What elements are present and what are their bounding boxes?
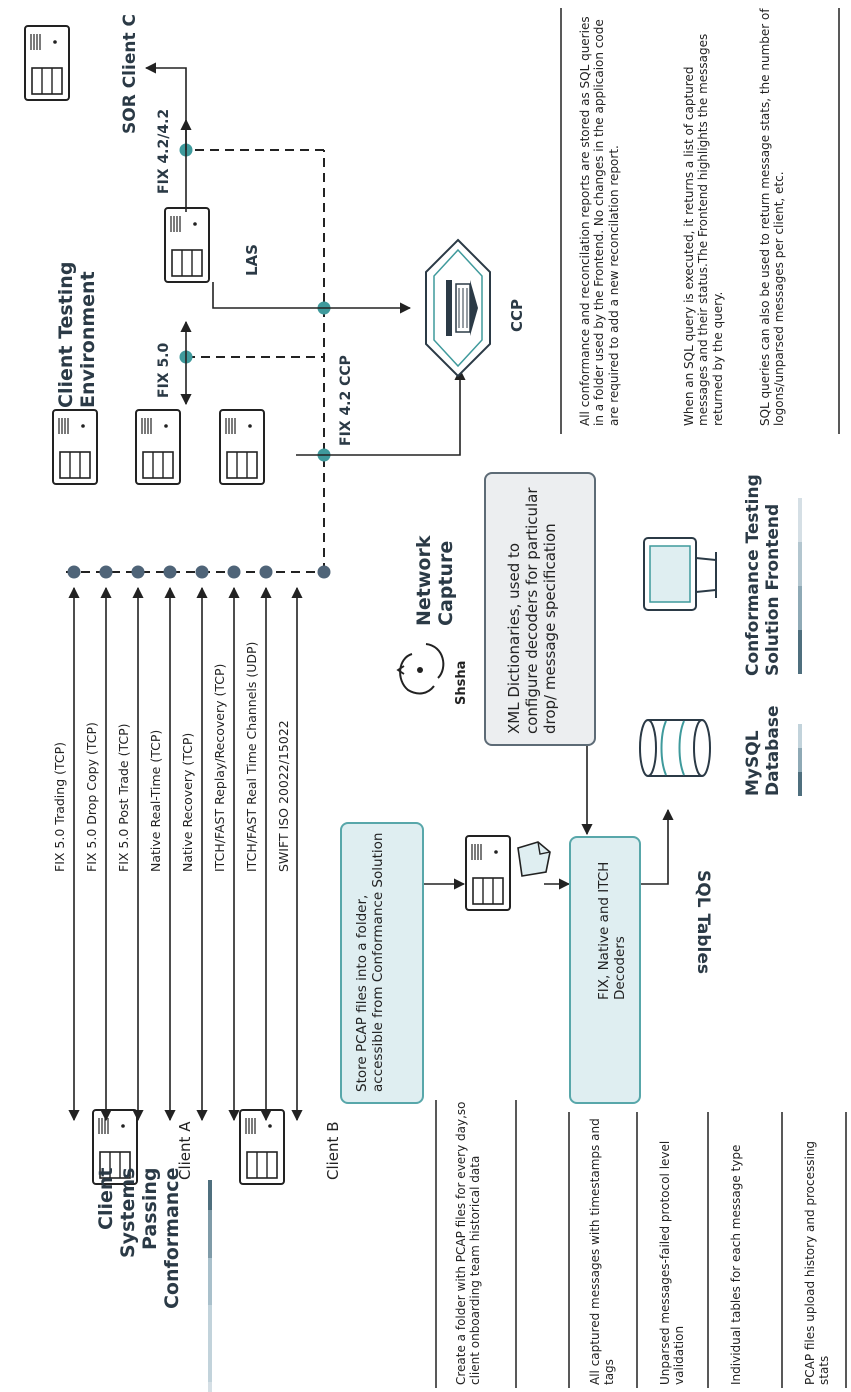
protocol-label: Native Real-Time (TCP) <box>148 729 163 872</box>
protocol-label: FIX 5.0 Post Trade (TCP) <box>116 723 131 872</box>
mysql-bars <box>798 724 802 796</box>
store-pcap-box <box>340 822 424 1104</box>
client-a-label: Client A <box>176 1121 194 1180</box>
dashed-bus <box>66 143 331 579</box>
sor-client-c-server <box>24 25 70 101</box>
protocol-label: Native Recovery (TCP) <box>180 732 195 872</box>
protocol-arrows <box>68 586 303 1122</box>
client-b-server <box>239 1109 285 1185</box>
client-systems-header: Client Systems Passing Conformance <box>95 1167 183 1310</box>
database-icon <box>639 719 711 777</box>
sor-client-c-label: SOR Client C <box>120 14 140 134</box>
monitor-icon <box>643 537 717 611</box>
pcap-file-icon <box>517 841 551 877</box>
fix42-42-label: FIX 4.2/4.2 <box>156 108 172 194</box>
bottom-note: Unparsed messages-failed protocol level … <box>658 1140 687 1385</box>
protocol-label: ITCH/FAST Real Time Channels (UDP) <box>244 641 259 872</box>
frontend-bars <box>798 498 802 674</box>
protocol-label: FIX 5.0 Drop Copy (TCP) <box>84 722 99 872</box>
xml-dict-text: XML Dictionaries, used to configure deco… <box>505 487 559 734</box>
shsha-logo-icon <box>396 643 445 695</box>
ccp-connections <box>144 62 466 456</box>
client-testing-header: Client Testing Environment <box>55 261 99 408</box>
frontend-header: Conformance Testing Solution Frontend <box>743 474 783 676</box>
protocol-label: FIX 5.0 Trading (TCP) <box>52 741 67 872</box>
fix42-ccp-label: FIX 4.2 CCP <box>338 355 354 446</box>
pcap-server <box>465 835 511 911</box>
bottom-note: Individual tables for each message type <box>729 1144 743 1385</box>
las-server <box>164 207 210 283</box>
client-testing-server-2 <box>135 409 181 485</box>
right-note: When an SQL query is executed, it return… <box>682 33 725 426</box>
protocol-label: SWIFT ISO 20022/15022 <box>276 720 291 872</box>
note-separators <box>435 8 847 1388</box>
bottom-note: All captured messages with timestamps an… <box>588 1118 617 1385</box>
decoders-box <box>569 836 641 1104</box>
decoders-text: FIX, Native and ITCH Decoders <box>596 861 629 1000</box>
client-testing-server-1 <box>52 409 98 485</box>
shsha-logo-text: Shsha <box>454 660 469 705</box>
ccp-building-icon <box>425 238 491 378</box>
protocol-label: ITCH/FAST Replay/Recovery (TCP) <box>212 663 227 872</box>
sql-tables-label: SQL Tables <box>693 870 713 974</box>
client-b-label: Client B <box>324 1121 342 1180</box>
right-note: All conformance and reconcilation report… <box>578 16 621 426</box>
las-label: LAS <box>243 244 261 276</box>
store-pcap-text: Store PCAP files into a folder, accessib… <box>354 832 387 1092</box>
fix50-label: FIX 5.0 <box>156 342 172 398</box>
xml-dict-box <box>484 472 596 746</box>
client-systems-bars <box>208 1180 212 1392</box>
mysql-header: MySQL Database <box>743 705 783 796</box>
client-testing-server-3 <box>219 409 265 485</box>
bottom-note: Create a folder with PCAP files for ever… <box>454 1101 483 1385</box>
ccp-label: CCP <box>508 298 526 332</box>
flow-arrows <box>424 746 674 890</box>
network-capture-header: Network Capture <box>413 535 457 626</box>
right-note: SQL queries can also be used to return m… <box>758 8 787 426</box>
bottom-note: PCAP files upload history and processing… <box>803 1140 832 1385</box>
